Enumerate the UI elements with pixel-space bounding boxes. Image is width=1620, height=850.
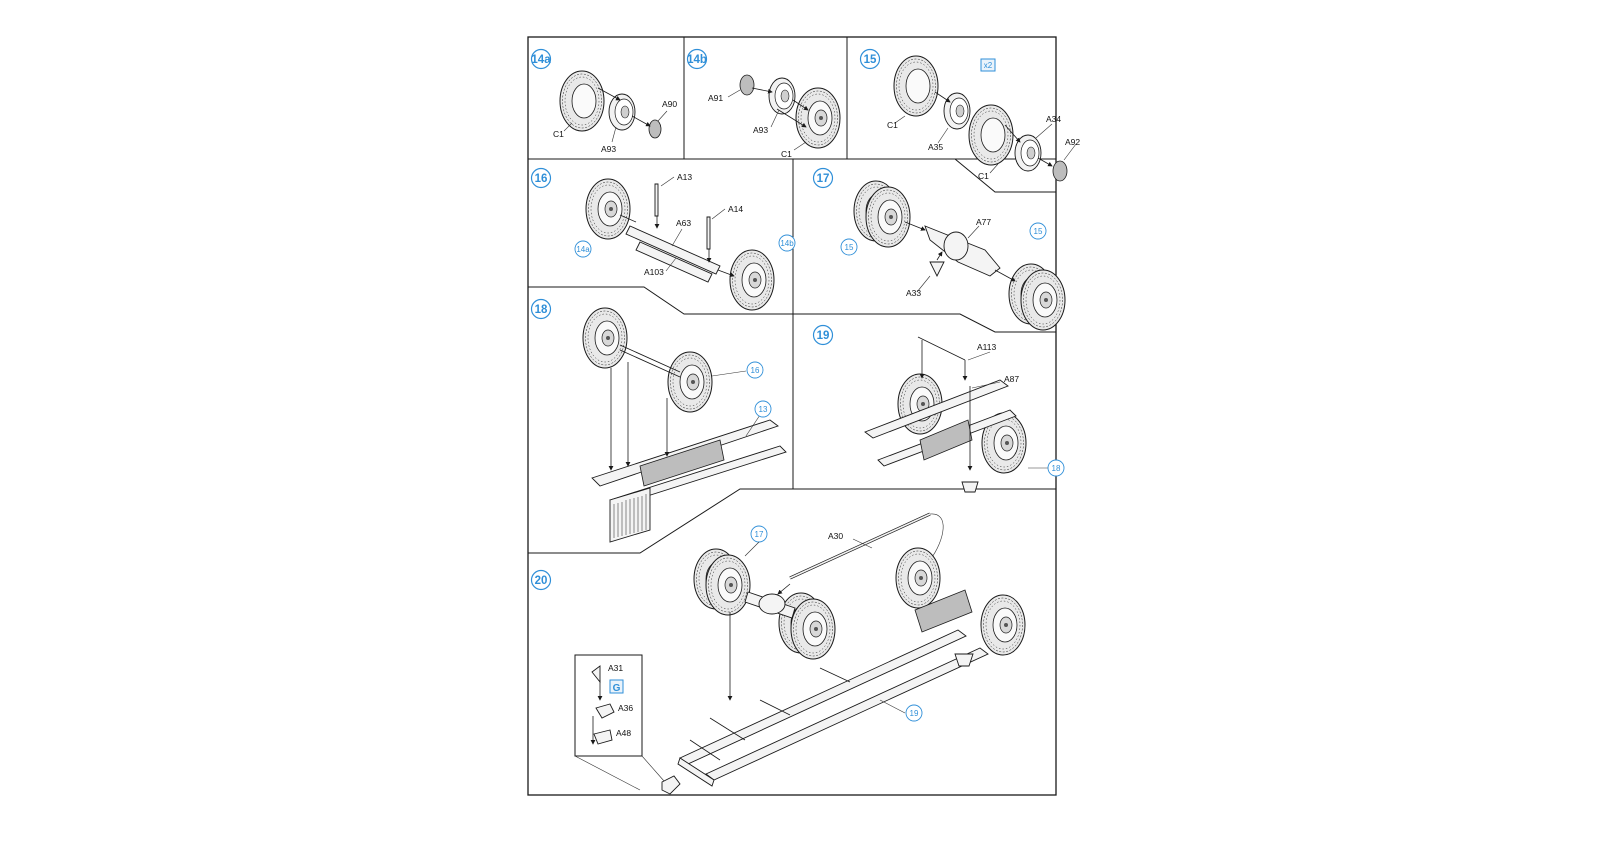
part-label: A30 <box>828 531 843 541</box>
step-19-number: 19 <box>817 330 830 342</box>
front-wheel-left <box>895 547 941 609</box>
part-label: A34 <box>1046 114 1061 124</box>
part-label: A31 <box>608 663 623 673</box>
hub-a93 <box>608 93 636 131</box>
part-label: A48 <box>616 728 631 738</box>
hub-a35 <box>943 92 971 130</box>
step-ref-callout: 19 <box>910 709 919 718</box>
step-14a-number: 14a <box>531 54 551 66</box>
step-ref-callout: 15 <box>1034 227 1043 236</box>
tire-c1 <box>968 104 1014 166</box>
step-ref-callout: 14b <box>780 239 794 248</box>
front-wheel-right <box>667 351 713 413</box>
wheel-14b <box>729 249 775 311</box>
rear-dual-wheel-left <box>694 549 750 615</box>
step-15-panel: 15 x2 C1 A35 A34 C1 A92 <box>859 48 1080 182</box>
part-label: C1 <box>887 120 898 130</box>
step-ref-callout: 15 <box>845 243 854 252</box>
tire-c1 <box>559 70 605 132</box>
quantity-badge: x2 <box>984 61 993 70</box>
step-16-panel: 16 14a 14b A13 A63 A14 A103 <box>530 167 796 311</box>
paint-code-badge: G <box>613 683 621 694</box>
step-14b-panel: 14b A91 A93 C1 <box>686 48 841 159</box>
step-16-number: 16 <box>535 173 548 185</box>
part-label: A77 <box>976 217 991 227</box>
step-14a-panel: 14a C1 A93 A90 <box>530 48 677 154</box>
part-label: C1 <box>978 171 989 181</box>
part-label: A35 <box>928 142 943 152</box>
step-18-panel: 18 16 13 <box>530 298 787 543</box>
step-17-panel: 17 15 15 A77 A33 <box>812 167 1066 331</box>
step-19-panel: 19 18 A113 A87 <box>812 324 1065 493</box>
part-label: A93 <box>601 144 616 154</box>
step-ref-callout: 16 <box>751 366 760 375</box>
step-ref-callout: 14a <box>576 245 590 254</box>
part-label: A113 <box>977 342 996 352</box>
step-14b-number: 14b <box>687 54 707 66</box>
rear-dual-wheel-right <box>779 593 835 659</box>
step-18-number: 18 <box>535 304 548 316</box>
tire-c1 <box>893 55 939 117</box>
step-ref-callout: 17 <box>755 530 764 539</box>
part-label: A90 <box>662 99 677 109</box>
hub-a93 <box>768 77 796 115</box>
part-label: A103 <box>644 267 664 277</box>
panel-dividers <box>528 37 1056 554</box>
dual-wheel-left <box>854 181 910 247</box>
part-label: A92 <box>1065 137 1080 147</box>
step-ref-callout: 13 <box>759 405 768 414</box>
wheel-14a <box>585 178 631 240</box>
part-label: A14 <box>728 204 743 214</box>
part-label: A63 <box>676 218 691 228</box>
step-20-number: 20 <box>535 575 548 587</box>
part-label: C1 <box>781 149 792 159</box>
part-label: A36 <box>618 703 633 713</box>
page-frame <box>527 36 1057 796</box>
part-label: A33 <box>906 288 921 298</box>
step-20-panel: 20 A30 17 19 <box>530 512 1026 795</box>
tire-c1 <box>795 87 841 149</box>
front-wheel-left <box>582 307 628 369</box>
part-label: A87 <box>1004 374 1019 384</box>
front-wheel-right <box>980 594 1026 656</box>
step-17-number: 17 <box>817 173 830 185</box>
step-15-number: 15 <box>864 54 877 66</box>
step-ref-callout: 18 <box>1052 464 1061 473</box>
part-label: A93 <box>753 125 768 135</box>
detail-inset <box>574 654 643 757</box>
part-label: C1 <box>553 129 564 139</box>
part-label: A91 <box>708 93 723 103</box>
part-label: A13 <box>677 172 692 182</box>
